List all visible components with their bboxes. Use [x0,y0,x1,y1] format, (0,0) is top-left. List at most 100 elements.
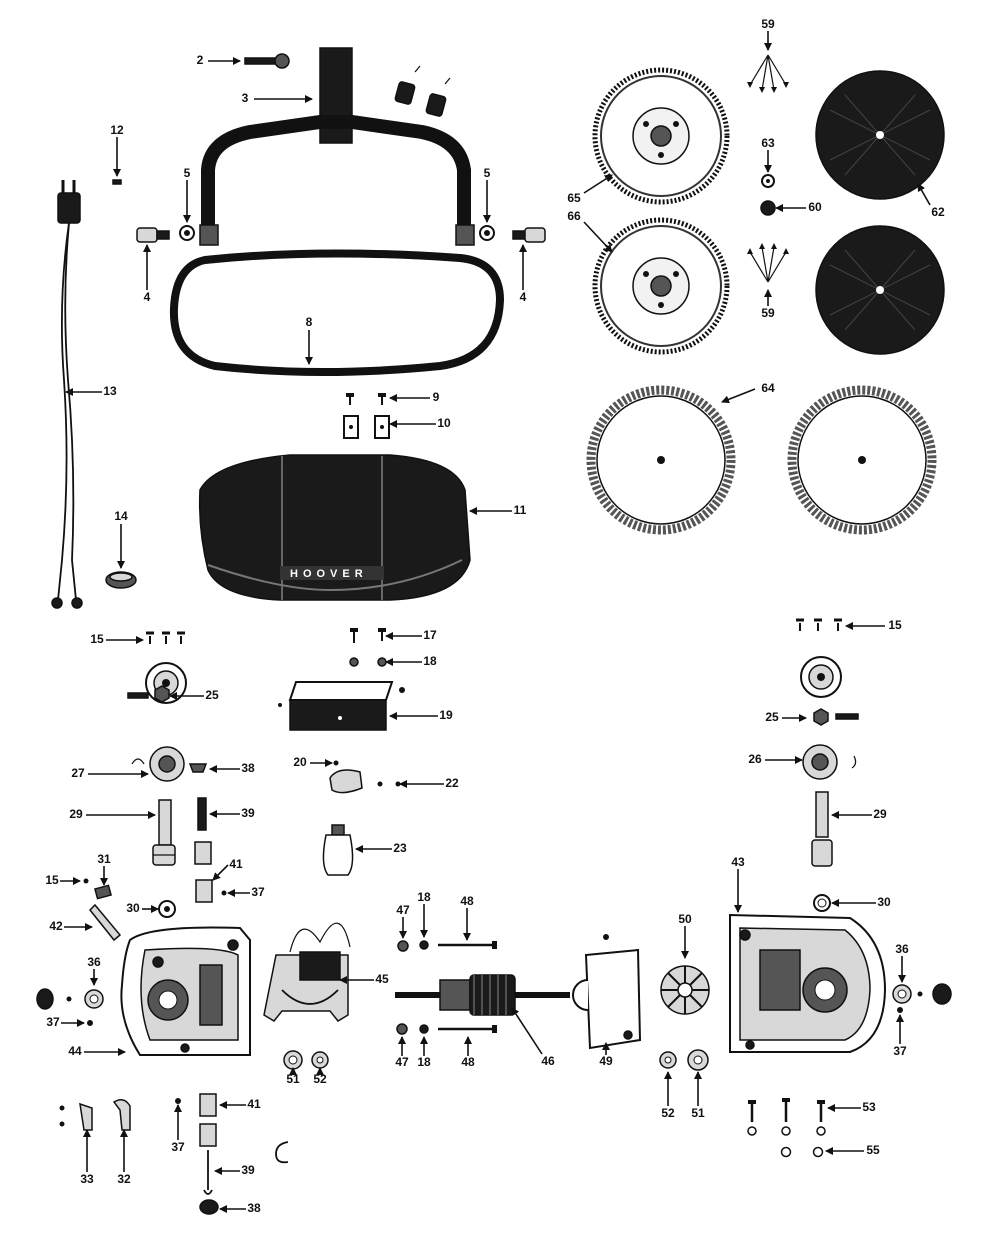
callout-label: 45 [375,972,389,986]
callout-2: 2 [197,53,241,67]
callout-label: 15 [888,618,902,632]
part-washers-under-53 [747,1126,826,1136]
part-25-nut-left [127,685,170,703]
callout-label: 26 [748,752,762,766]
part-51-52-bearings-left [283,1050,329,1070]
part-49-end-plate [572,934,642,1050]
callout-label: 29 [69,807,83,821]
part-60-nut [760,200,776,216]
part-53-bolts [748,1098,825,1122]
callout-41: 41 [212,857,243,881]
callout-22: 22 [399,776,459,790]
callout-53: 53 [827,1100,876,1114]
callout-label: 4 [520,290,527,304]
part-19-switch-plate [278,681,405,731]
part-37-clip-right [897,1007,903,1013]
callout-label: 18 [417,1055,431,1069]
callout-46: 46 [511,1007,555,1068]
callout-label: 18 [417,890,431,904]
part-12-screw [112,179,122,185]
callout-27: 27 [71,766,149,780]
callout-49: 49 [599,1042,613,1068]
callout-label: 30 [877,895,891,909]
callout-label: 29 [873,807,887,821]
callout-label: 49 [599,1054,613,1068]
part-44-left-housing [120,926,251,1056]
callout-30: 30 [831,895,891,909]
callout-38: 38 [219,1201,261,1215]
callout-59: 59 [761,289,775,320]
callout-label: 31 [97,852,111,866]
callout-label: 48 [461,1055,475,1069]
callout-label: 46 [541,1054,555,1068]
callout-label: 62 [931,205,945,219]
callout-label: 41 [247,1097,261,1111]
callout-arrow [583,174,613,194]
callout-label: 14 [114,509,128,523]
callout-55: 55 [825,1143,880,1157]
callout-52: 52 [661,1071,675,1120]
callout-arrow [511,1007,543,1055]
callout-15: 15 [45,873,81,887]
callout-label: 9 [433,390,440,404]
callout-label: 17 [423,628,437,642]
callout-label: 43 [731,855,745,869]
callout-47: 47 [396,903,410,939]
part-46-armature [395,974,570,1016]
part-29-spindle-left [152,799,176,866]
callout-19: 19 [389,708,453,722]
callout-10: 10 [389,416,451,430]
part-32-bracket [112,1099,131,1131]
callout-25: 25 [765,710,807,724]
callout-47: 47 [395,1036,409,1069]
part-2-bolt [244,53,290,69]
callout-30: 30 [126,901,159,915]
callout-label: 59 [761,306,775,320]
callout-52: 52 [313,1067,327,1086]
part-26-gear [802,744,857,780]
part-8-bumper-ring [169,249,505,376]
callout-60: 60 [775,200,822,214]
callout-arrow [583,221,613,253]
callout-39: 39 [209,806,255,820]
part-50-fan [660,965,710,1015]
callout-3: 3 [242,91,313,105]
callout-label: 18 [423,654,437,668]
part-37-clip-mid [87,1020,93,1026]
callout-38: 38 [209,761,255,775]
part-39-rod-lower [203,1150,213,1195]
callout-label: 23 [393,841,407,855]
part-20-screw [333,760,339,766]
part-29-spindle-right [811,791,833,867]
callout-59: 59 [761,17,775,51]
callout-label: 11 [514,503,527,517]
callout-36: 36 [895,942,909,983]
part-37-clip-upper [221,890,227,896]
callout-45: 45 [339,972,389,986]
callout-41: 41 [219,1097,261,1111]
part-48-bolt-upper [438,941,497,949]
callout-48: 48 [460,894,474,941]
callout-65: 65 [567,174,613,205]
part-14-grommet [105,571,137,589]
callout-36: 36 [87,955,101,986]
callout-label: 27 [71,766,85,780]
callout-label: 48 [460,894,474,908]
callout-18: 18 [385,654,437,668]
callout-arrow [917,183,931,206]
part-41-sleeve-lower [199,1093,217,1147]
callout-62: 62 [917,183,945,219]
callout-label: 47 [396,903,410,917]
callout-18: 18 [417,1036,431,1069]
callout-15: 15 [90,632,144,646]
part-55-nuts [780,1146,824,1158]
callout-label: 33 [80,1172,94,1186]
part-41-sleeve-upper [194,841,213,903]
hoover-logo-text: HOOVER [290,568,368,580]
callout-label: 55 [866,1143,880,1157]
part-18-washer-lower [419,1024,429,1034]
callout-label: 3 [242,91,249,105]
callout-64: 64 [721,381,775,404]
callout-44: 44 [68,1044,126,1058]
callout-label: 65 [567,191,581,205]
